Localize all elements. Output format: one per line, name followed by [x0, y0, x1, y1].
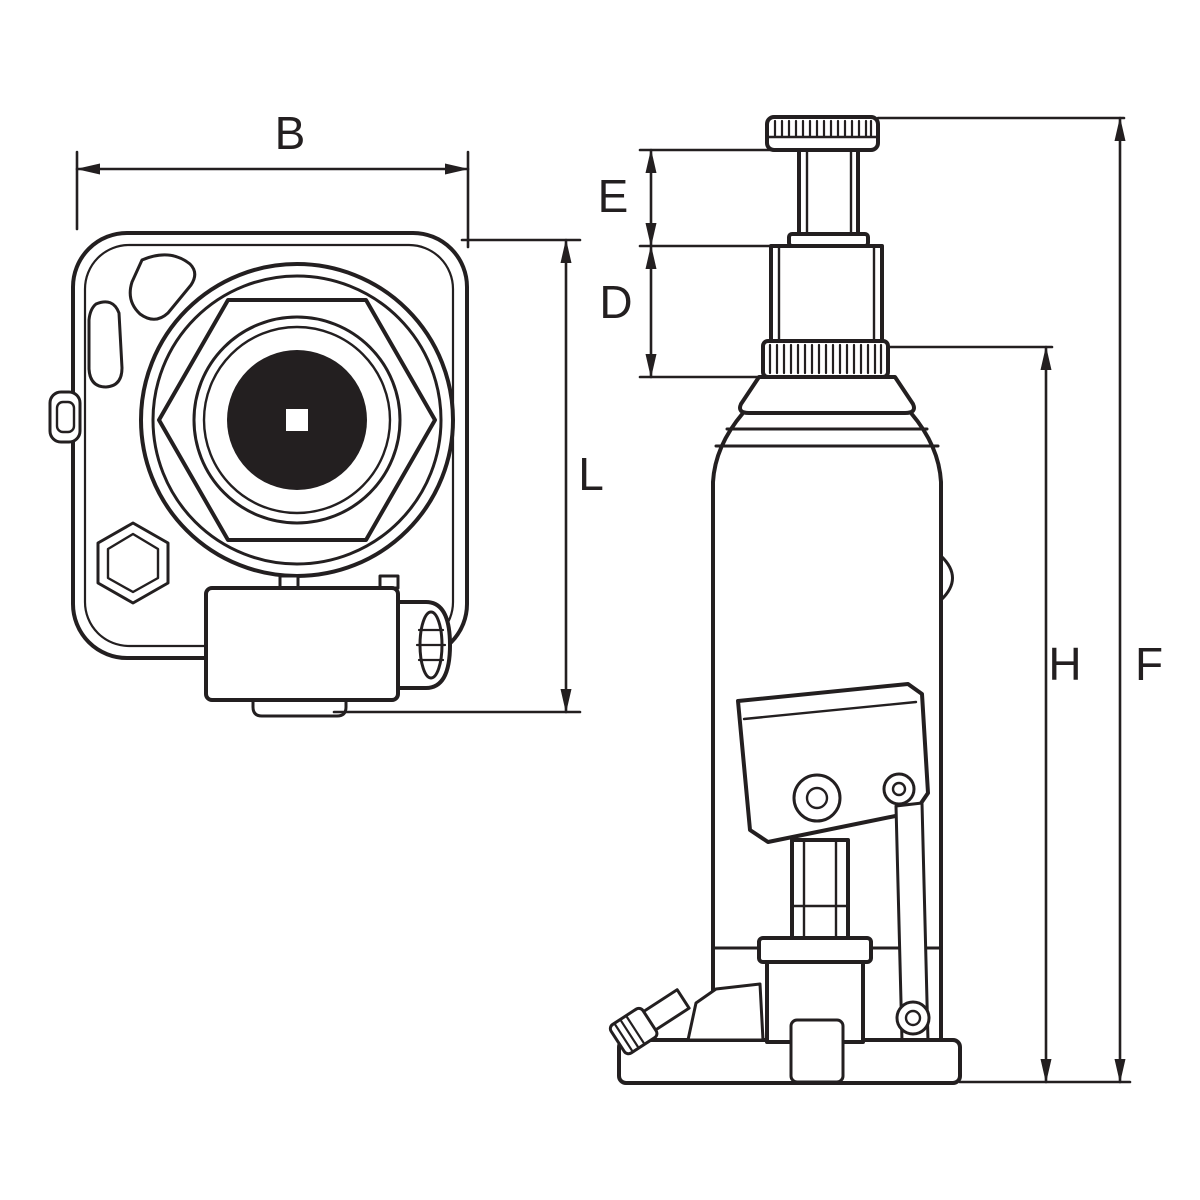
release-valve [608, 988, 691, 1056]
cylinder-second-ring [151, 274, 443, 566]
handle-socket-knurl [415, 628, 447, 662]
adjusting-nut-knurl [768, 343, 883, 375]
dim-label-l: L [578, 448, 604, 500]
link-pin-center [904, 1009, 922, 1027]
side-view [608, 115, 962, 1085]
top-mount-cone [738, 375, 916, 415]
bottle-right-side [909, 411, 943, 1042]
filler-hex-outer [96, 521, 170, 605]
pump-block [204, 586, 400, 702]
ram-hex-nut [157, 298, 437, 542]
dim-label-b: B [275, 107, 306, 159]
ram-ring-inner [202, 325, 392, 515]
pump-block-foot [251, 698, 348, 718]
extension-screw [797, 148, 860, 236]
main-ram-edge-lines [777, 244, 876, 343]
bracket-top-edge-line [742, 700, 918, 721]
saddle-cap-knurl [773, 119, 873, 138]
main-ram [769, 244, 884, 343]
saddle-cap [765, 115, 880, 152]
link-pin [895, 1000, 931, 1036]
dim-label-f: F [1135, 638, 1163, 690]
pump-piston [790, 838, 850, 952]
yoke-pivot-pin-large [792, 773, 842, 823]
saddle-square-socket [286, 409, 308, 431]
release-valve-knob [608, 1006, 659, 1056]
top-view [48, 231, 469, 718]
dim-label-d: D [599, 276, 632, 328]
base-slot [789, 1018, 845, 1084]
pump-cylinder-collar [757, 936, 873, 964]
pump-piston-rod-lines [790, 838, 850, 952]
dimension-annotations: B E D L H F [75, 107, 1163, 1084]
yoke-pivot-pin-large-center [805, 786, 829, 810]
filler-hex-inner [106, 532, 160, 594]
yoke-pivot-pin-small-center [891, 781, 907, 797]
dim-label-e: E [598, 170, 629, 222]
oil-plug-bump [939, 554, 954, 602]
dim-label-h: H [1048, 638, 1081, 690]
side-lug-detail [55, 400, 76, 434]
bottle-left-side [711, 411, 745, 1042]
ram-ring-outer [192, 315, 402, 525]
extension-screw-edge-lines [805, 148, 853, 236]
yoke-pivot-pin-small [882, 772, 916, 806]
plate-cutout-left [87, 300, 124, 389]
release-valve-knurl [614, 1016, 645, 1052]
plate-cutout-top [128, 253, 197, 321]
side-lug [48, 390, 82, 444]
valve-boss [686, 982, 765, 1042]
